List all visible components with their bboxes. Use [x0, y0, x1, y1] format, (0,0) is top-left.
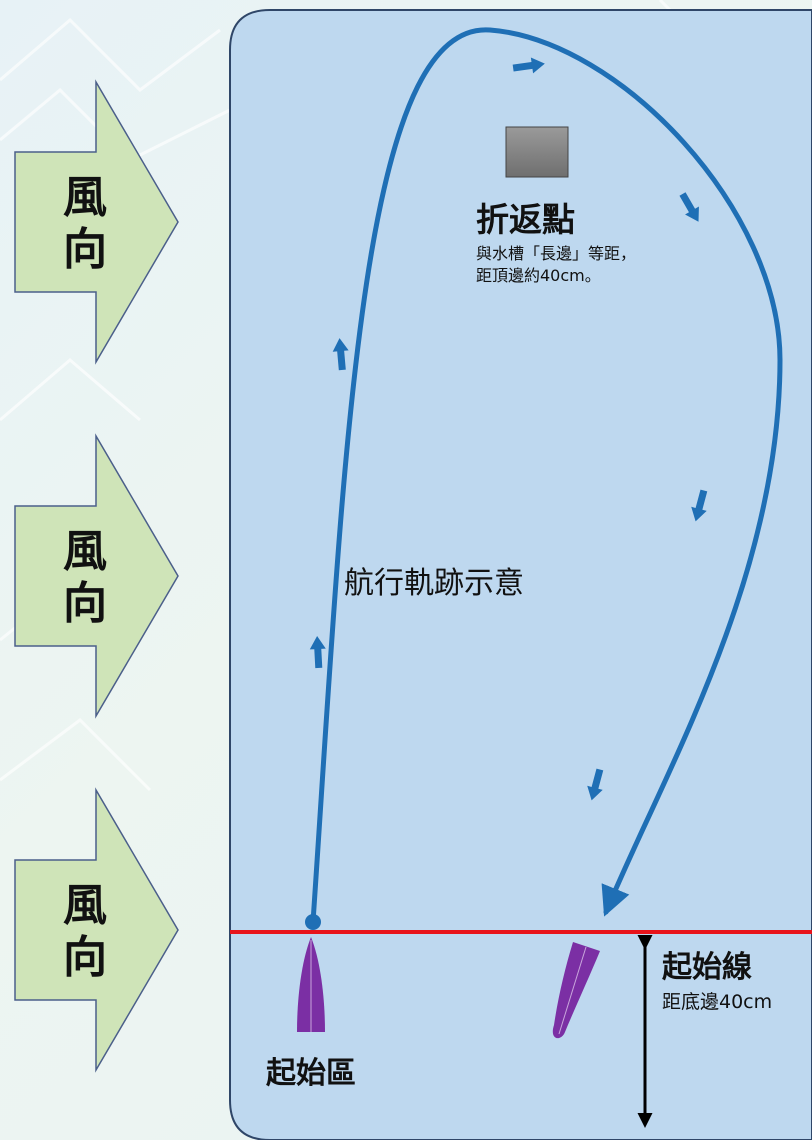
wind-arrow-icon	[14, 433, 179, 719]
direction-arrow-icon	[332, 338, 349, 371]
start-line-title: 起始線	[662, 950, 752, 985]
start-line-description: 距底邊40cm	[662, 991, 773, 1013]
wind-arrow-icon	[14, 79, 179, 365]
turn-marker-icon	[505, 126, 569, 178]
direction-arrow-icon	[512, 57, 545, 74]
wind-direction-label: 風 向	[63, 526, 107, 629]
turn-point-description: 與水槽「長邊」等距， 距頂邊約40cm。	[476, 244, 637, 285]
direction-arrow-icon	[691, 489, 708, 522]
path-caption: 航行軌跡示意	[344, 566, 524, 601]
wind-arrow-icon	[14, 787, 179, 1073]
direction-arrow-icon	[587, 768, 604, 801]
path-start-dot	[305, 914, 321, 930]
direction-arrow-icon	[309, 636, 326, 669]
boat-icon	[297, 937, 325, 1032]
start-area-label: 起始區	[266, 1056, 356, 1091]
sailing-path	[310, 27, 783, 925]
boat-icon	[552, 942, 600, 1039]
wind-direction-label: 風 向	[63, 172, 107, 275]
direction-arrow-icon	[679, 192, 699, 222]
turn-point-title: 折返點	[476, 200, 575, 239]
wind-direction-label: 風 向	[63, 880, 107, 983]
